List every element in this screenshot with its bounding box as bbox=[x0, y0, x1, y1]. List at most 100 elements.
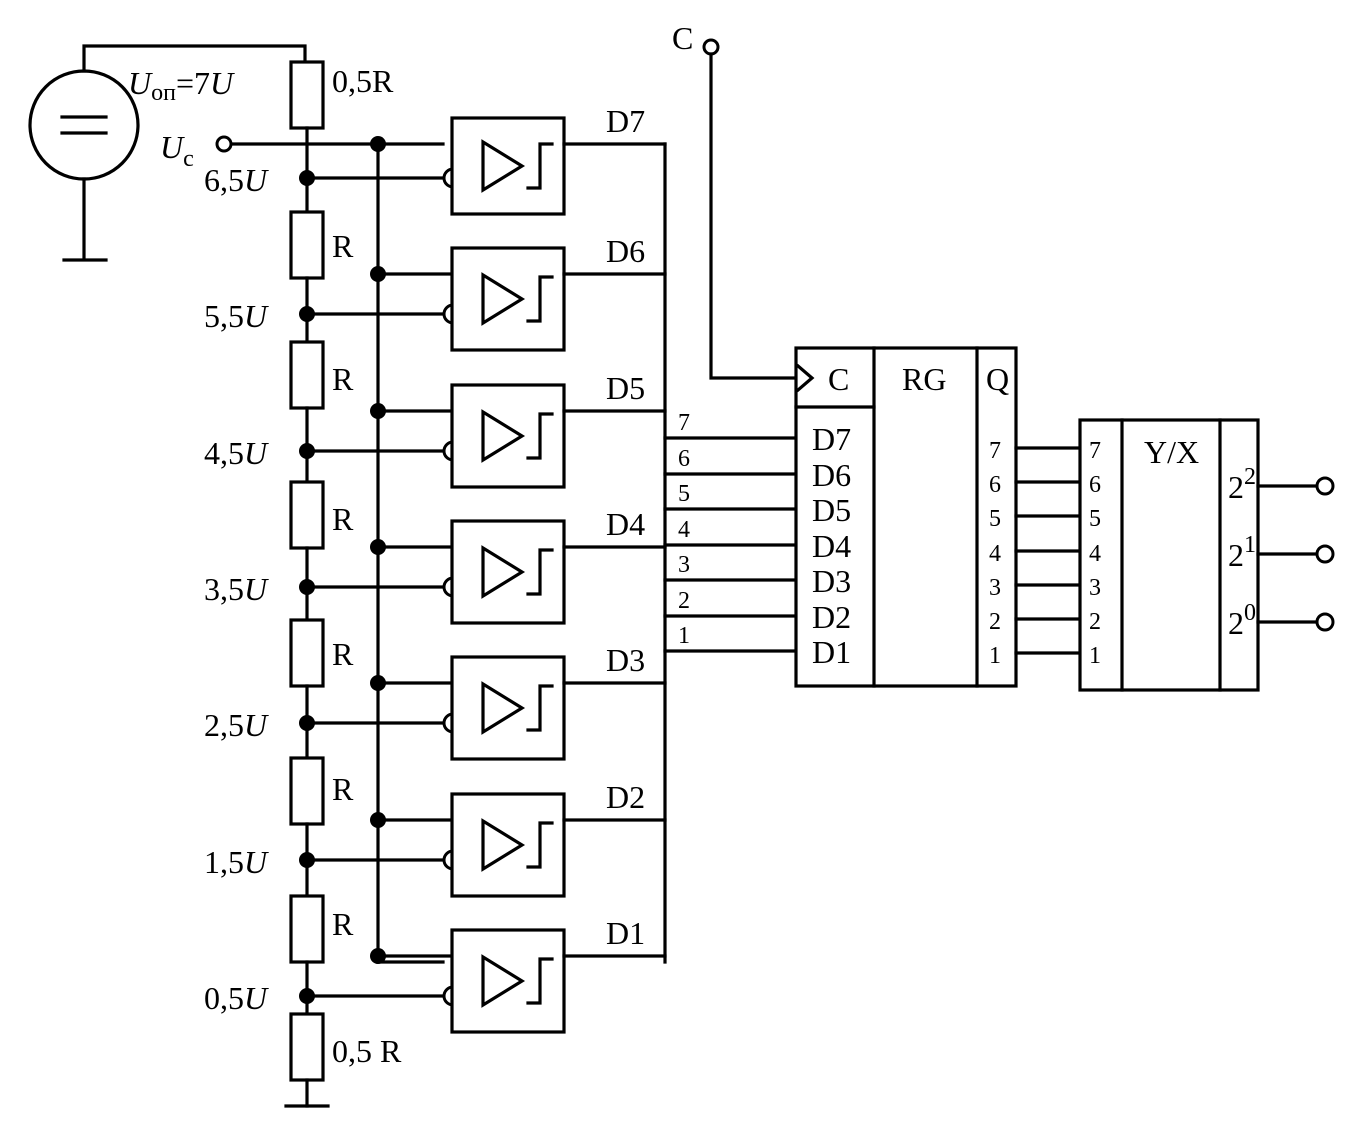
tap-voltage-label: 3,5U bbox=[204, 571, 269, 607]
register-title: RG bbox=[902, 361, 946, 397]
resistor-label: R bbox=[332, 636, 354, 672]
comparator-body bbox=[450, 519, 566, 625]
input-terminal[interactable] bbox=[215, 135, 233, 153]
register-input-label: D5 bbox=[812, 492, 851, 528]
comparator-5: 2,5U D3 bbox=[204, 642, 667, 761]
resistor-label: R bbox=[332, 361, 354, 397]
comparator-3: 4,5U D5 bbox=[204, 370, 667, 489]
register-output-label: 2 bbox=[989, 609, 1001, 635]
hysteresis-icon bbox=[526, 821, 554, 869]
resistor-5 bbox=[289, 756, 325, 826]
register-input-label: D6 bbox=[812, 457, 851, 493]
resistor-2 bbox=[289, 340, 325, 410]
register-output-label: 7 bbox=[989, 438, 1001, 464]
comparator-output-label: D2 bbox=[606, 779, 645, 815]
comparator-output-label: D1 bbox=[606, 915, 645, 951]
hysteresis-icon bbox=[526, 275, 554, 323]
amplifier-triangle-icon bbox=[481, 409, 526, 463]
amplifier-triangle-icon bbox=[481, 954, 526, 1008]
encoder-input-label: 2 bbox=[1089, 609, 1101, 635]
tap-voltage-label: 6,5U bbox=[204, 162, 269, 198]
bus-number-label: 4 bbox=[678, 517, 690, 543]
encoder-input-label: 1 bbox=[1089, 643, 1101, 669]
amplifier-triangle-icon bbox=[481, 272, 526, 326]
register-input-label: D1 bbox=[812, 634, 851, 670]
hysteresis-icon bbox=[526, 142, 554, 190]
resistor-3 bbox=[289, 480, 325, 550]
resistor-1 bbox=[289, 210, 325, 280]
register-output-label: 4 bbox=[989, 541, 1001, 567]
comparator-body bbox=[450, 655, 566, 761]
tap-voltage-label: 2,5U bbox=[204, 707, 269, 743]
hysteresis-icon bbox=[526, 957, 554, 1005]
comparator-body bbox=[450, 928, 566, 1034]
encoder-input-label: 6 bbox=[1089, 472, 1101, 498]
comparator-output-label: D3 bbox=[606, 642, 645, 678]
comparator-output-label: D6 bbox=[606, 233, 645, 269]
amplifier-triangle-icon bbox=[481, 681, 526, 735]
output-terminal[interactable] bbox=[1315, 476, 1335, 496]
amplifier-triangle-icon bbox=[481, 545, 526, 599]
encoder-input-label: 5 bbox=[1089, 506, 1101, 532]
register-input-label: D2 bbox=[812, 599, 851, 635]
reference-voltage-source bbox=[28, 44, 307, 262]
comparator-2: 5,5U D6 bbox=[204, 233, 667, 352]
hysteresis-icon bbox=[526, 684, 554, 732]
encoder-title: Y/X bbox=[1144, 434, 1199, 470]
comparator-output-label: D7 bbox=[606, 103, 645, 139]
comparator-array: 6,5U D7 5,5U D6 4,5U D5 3,5U D4 2,5U D3 1,5U D2 0,5U… bbox=[204, 103, 667, 1034]
register-rg bbox=[794, 346, 1018, 688]
comparator-1: 6,5U D7 bbox=[204, 103, 667, 216]
bus-number-label: 2 bbox=[678, 588, 690, 614]
output-terminal[interactable] bbox=[1315, 544, 1335, 564]
resistor-6 bbox=[289, 894, 325, 964]
register-clock-label: C bbox=[828, 361, 849, 397]
hysteresis-icon bbox=[526, 548, 554, 596]
bus-number-label: 5 bbox=[678, 481, 690, 507]
register-input-label: D3 bbox=[812, 563, 851, 599]
resistor-top-label: 0,5R bbox=[332, 63, 394, 99]
resistor-label: R bbox=[332, 906, 354, 942]
tap-voltage-label: 5,5U bbox=[204, 298, 269, 334]
output-terminal[interactable] bbox=[1315, 612, 1335, 632]
resistor-4 bbox=[289, 618, 325, 688]
comparator-output-label: D5 bbox=[606, 370, 645, 406]
comparator-body bbox=[450, 116, 566, 216]
encoder-output-label: 22 bbox=[1228, 464, 1256, 505]
register-output-label: 5 bbox=[989, 506, 1001, 532]
register-input-label: D7 bbox=[812, 421, 851, 457]
clock-terminal[interactable] bbox=[702, 38, 720, 56]
comparator-6: 1,5U D2 bbox=[204, 779, 667, 898]
register-output-label: 6 bbox=[989, 472, 1001, 498]
resistor-label: R bbox=[332, 771, 354, 807]
register-input-label: D4 bbox=[812, 528, 851, 564]
comparator-output-label: D4 bbox=[606, 506, 645, 542]
resistor-ladder bbox=[284, 60, 330, 1108]
comparator-body bbox=[450, 246, 566, 352]
clock-line bbox=[709, 52, 798, 380]
comparator-body bbox=[450, 792, 566, 898]
resistor-label: R bbox=[332, 501, 354, 537]
amplifier-triangle-icon bbox=[481, 139, 526, 193]
encoder-input-label: 3 bbox=[1089, 575, 1101, 601]
input-label: Uc bbox=[160, 129, 194, 172]
amplifier-triangle-icon bbox=[481, 818, 526, 872]
junction-dot bbox=[370, 136, 386, 152]
comparator-4: 3,5U D4 bbox=[204, 506, 667, 625]
clock-label: C bbox=[672, 20, 693, 56]
resistor-top bbox=[289, 60, 325, 130]
encoder-input-label: 4 bbox=[1089, 541, 1101, 567]
hysteresis-icon bbox=[526, 412, 554, 460]
register-output-title: Q bbox=[986, 361, 1009, 397]
resistor-label: R bbox=[332, 228, 354, 264]
tap-voltage-label: 1,5U bbox=[204, 844, 269, 880]
resistor-bottom-label: 0,5 R bbox=[332, 1033, 402, 1069]
tap-voltage-label: 4,5U bbox=[204, 435, 269, 471]
register-output-label: 3 bbox=[989, 575, 1001, 601]
encoder-output-label: 20 bbox=[1228, 600, 1256, 641]
